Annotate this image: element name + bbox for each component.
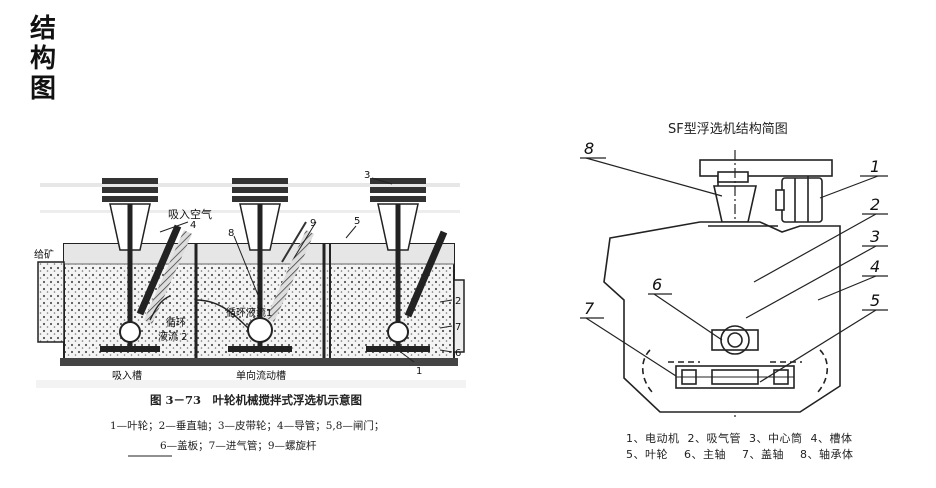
drive-unit-1 bbox=[102, 178, 158, 348]
sf-legend-row-2: 5、叶轮 6、主轴 7、盖轴 8、轴承体 bbox=[626, 448, 854, 461]
sf-legend-row-1: 1、电动机 2、吸气管 3、中心筒 4、槽体 bbox=[626, 432, 853, 445]
guide-pipes bbox=[136, 221, 448, 324]
title-char-2: 构 bbox=[30, 44, 57, 74]
label-num-3: 3 bbox=[364, 170, 370, 181]
left-caption-title: 图 3－73 叶轮机械搅拌式浮选机示意图 bbox=[150, 393, 363, 407]
left-caption-line1: 1—叶轮；2—垂直轴；3—皮带轮；4—导管；5,8—闸门； bbox=[110, 420, 385, 432]
label-circ-flow-2b: 液流 2 bbox=[158, 330, 188, 343]
title-char-3: 图 bbox=[30, 74, 57, 104]
sf-diagram-title: SF型浮选机结构简图 bbox=[668, 122, 788, 137]
label-num-8: 8 bbox=[228, 228, 234, 239]
title-char-1: 结 bbox=[30, 14, 57, 44]
impellers bbox=[100, 317, 430, 352]
label-num-2: 2 bbox=[455, 296, 461, 307]
left-leader-lines bbox=[159, 177, 453, 363]
label-num-5: 5 bbox=[354, 216, 360, 227]
label-suction-cell: 吸入槽 bbox=[112, 369, 142, 382]
label-air-intake: 吸入空气 bbox=[168, 207, 212, 221]
left-caption-line2: 6—盖板；7—进气管；9—螺旋杆 bbox=[160, 440, 317, 452]
label-num-4: 4 bbox=[190, 220, 196, 231]
label-circ-flow-1: 循环液流1 bbox=[226, 306, 272, 319]
label-circ-flow-2a: 循环 bbox=[166, 316, 186, 329]
label-num-6: 6 bbox=[455, 348, 461, 359]
page-title: 结 构 图 bbox=[30, 14, 64, 104]
label-feed: 给矿 bbox=[34, 248, 54, 261]
label-one-way-cell: 单向流动槽 bbox=[236, 369, 286, 382]
label-num-1: 1 bbox=[416, 366, 422, 377]
label-num-7: 7 bbox=[455, 322, 461, 333]
flow-arrows bbox=[149, 295, 249, 329]
label-num-9: 9 bbox=[310, 218, 316, 229]
